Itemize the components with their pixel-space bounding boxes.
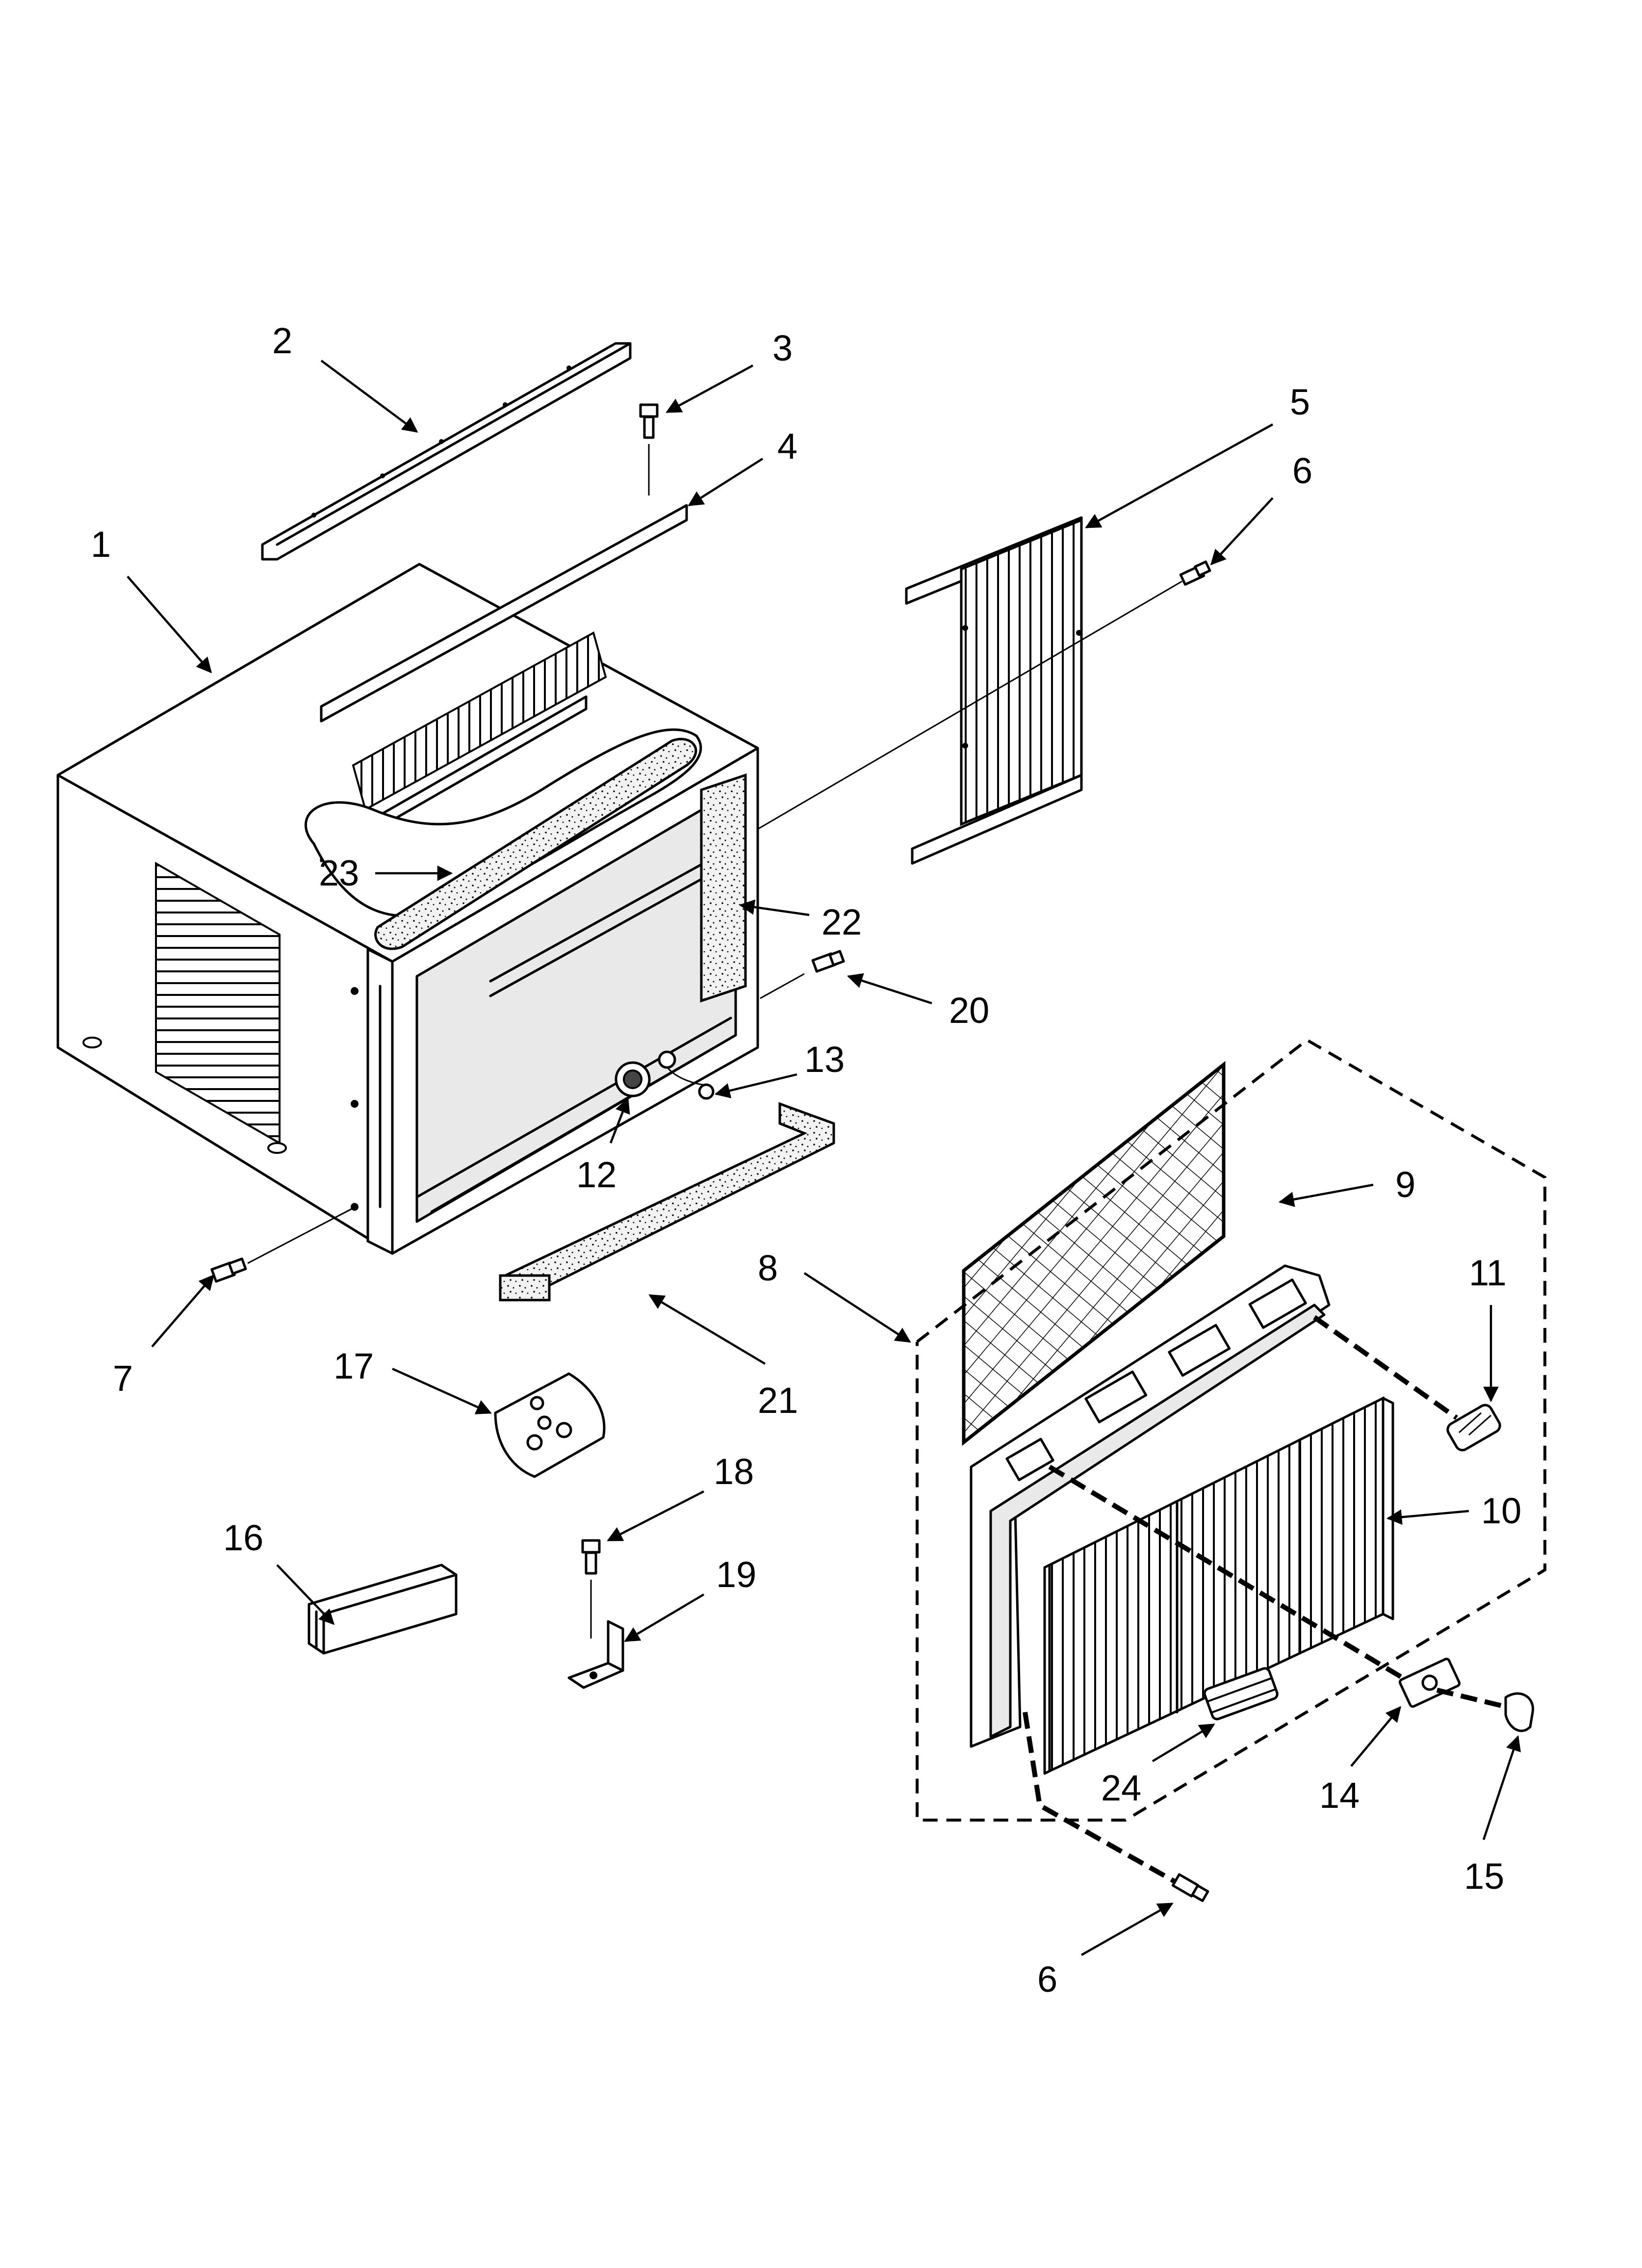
- callout-20: 20: [949, 990, 989, 1031]
- callout-3: 3: [772, 328, 793, 368]
- screw-part-3: [639, 403, 659, 495]
- callout-5: 5: [1290, 382, 1310, 422]
- bracket-part-19: [567, 1620, 624, 1689]
- top-foam-seal-part: [304, 728, 702, 950]
- front-assembly-outline: [916, 1038, 1546, 1822]
- knob-part-15: [1504, 1692, 1535, 1732]
- assembly-lines: [1023, 1315, 1509, 1884]
- cabinet-part: [56, 563, 759, 1255]
- screw-part-6-top: [757, 560, 1211, 830]
- washer-part-13: [658, 1050, 715, 1100]
- side-foam-seal-part: [700, 773, 747, 1003]
- screw-part-6-bottom: [1171, 1873, 1209, 1903]
- callout-6-bottom: 6: [1037, 1959, 1057, 2000]
- screw-part-7: [210, 1206, 356, 1283]
- strip-part-4: [320, 504, 688, 723]
- callout-1: 1: [91, 524, 111, 565]
- callout-11: 11: [1469, 1252, 1507, 1293]
- callout-15: 15: [1464, 1856, 1504, 1897]
- callout-4: 4: [777, 426, 797, 467]
- callout-18: 18: [714, 1451, 754, 1492]
- callout-14: 14: [1319, 1775, 1360, 1816]
- callout-labels: 1 2 3 4 5 6 6 7 8 9 10 11 12 13 14 15 16…: [91, 320, 1521, 2000]
- top-louvers: [352, 631, 607, 811]
- callout-13: 13: [804, 1039, 845, 1080]
- screw-part-18: [581, 1539, 601, 1639]
- strip-part-16: [308, 1564, 458, 1655]
- callout-2: 2: [272, 320, 292, 361]
- front-panel-part-10: [970, 1264, 1394, 1775]
- callout-7: 7: [113, 1358, 133, 1399]
- callout-9: 9: [1395, 1164, 1415, 1205]
- callout-23: 23: [319, 853, 359, 893]
- bottom-foam-seal-part: [499, 1102, 835, 1302]
- top-rail-part: [261, 342, 632, 561]
- bracket-part-17: [494, 1372, 606, 1478]
- callout-12: 12: [576, 1154, 616, 1195]
- grommet-part-12: [615, 1061, 651, 1097]
- callout-6-top: 6: [1292, 450, 1312, 491]
- rear-grille-part: [905, 516, 1083, 865]
- callout-21: 21: [758, 1380, 798, 1421]
- callout-24: 24: [1101, 1768, 1141, 1808]
- screw-part-20: [760, 950, 845, 999]
- callout-16: 16: [223, 1517, 263, 1558]
- control-plate-part-14: [1398, 1658, 1461, 1708]
- callout-22: 22: [821, 902, 862, 942]
- leader-lines: [127, 360, 1521, 1956]
- callout-8: 8: [758, 1248, 778, 1288]
- small-grille-part-24: [1203, 1667, 1279, 1721]
- filter-part-9: [962, 1061, 1226, 1446]
- callout-17: 17: [334, 1346, 374, 1386]
- callout-10: 10: [1481, 1490, 1521, 1531]
- vent-part-11: [1446, 1404, 1501, 1452]
- callout-19: 19: [716, 1554, 756, 1595]
